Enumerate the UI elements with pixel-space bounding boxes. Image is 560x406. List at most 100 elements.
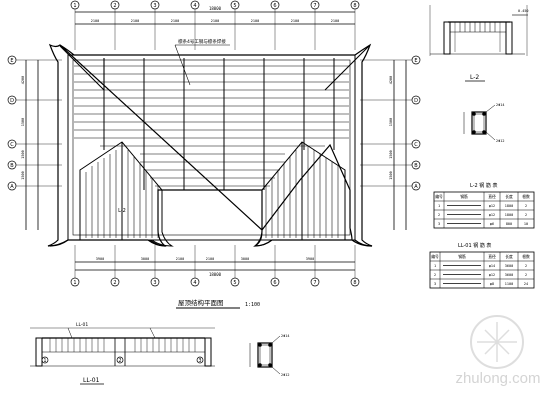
section-L2-top-label: 2Φ14 xyxy=(496,103,504,107)
roof-plan xyxy=(25,11,407,271)
table-L2-cell: 2 xyxy=(525,204,527,208)
ll01-tag-1-label: 1 xyxy=(43,358,46,364)
dim-top-segment: 2100 xyxy=(131,19,139,23)
grid-top-3-bubble xyxy=(150,0,160,10)
table-L2-cell: 800 xyxy=(506,222,512,226)
grid-right-1-label: D xyxy=(414,98,418,104)
grid-right-2-label: C xyxy=(414,142,418,148)
detail-top-value: 0.450 xyxy=(518,9,529,13)
ll01-tag-2-label: 2 xyxy=(118,358,121,364)
dim-left-value: 1500 xyxy=(21,171,25,179)
grid-left-2-label: C xyxy=(10,142,14,148)
rafters xyxy=(103,58,335,190)
section-LL01-bottom-label: 2Φ12 xyxy=(281,373,289,377)
table-L2-header: 直径 xyxy=(488,194,496,199)
dim-right-value: 4200 xyxy=(389,76,393,84)
grid-right-4-bubble xyxy=(411,181,421,191)
section-LL01-top-label: 2Φ14 xyxy=(281,334,289,338)
table-L2-header: 根数 xyxy=(522,194,530,199)
dim-left-value: 4200 xyxy=(21,76,25,84)
table-L2-cell: φ12 xyxy=(489,213,495,217)
detail-LL01 xyxy=(30,327,215,367)
grid-top-6-label: 6 xyxy=(273,3,276,9)
plan-scale: 1:100 xyxy=(245,302,260,308)
dim-right-value: 1500 xyxy=(389,118,393,126)
table-L2-header: 钢筋 xyxy=(460,194,468,199)
table-LL01-cell: φ12 xyxy=(489,273,495,277)
grid-bottom-3-bubble xyxy=(150,277,160,287)
grid-bottom-8-label: 8 xyxy=(353,280,356,286)
ll01-tag-2-bubble xyxy=(116,356,124,364)
table-LL01-title: LL-01 钢 筋 表 xyxy=(458,242,491,249)
table-L2-title: L-2 钢 筋 表 xyxy=(470,182,497,189)
grid-left-3-label: B xyxy=(10,163,14,169)
table-LL01-cell: φ14 xyxy=(489,264,495,268)
grid-top-1-label: 1 xyxy=(73,3,76,9)
grid-right-0-bubble xyxy=(411,55,421,65)
dim-left-value: 1500 xyxy=(21,150,25,158)
table-LL01-header: 直径 xyxy=(488,254,496,259)
dim-top-segment: 2100 xyxy=(91,19,99,23)
watermark: zhulong.com xyxy=(455,315,541,387)
grid-right-4-label: A xyxy=(414,184,418,190)
ll01-tag-3-bubble xyxy=(196,356,204,364)
dim-top-segment: 2100 xyxy=(171,19,179,23)
table-L2-cell: 1800 xyxy=(505,213,513,217)
grid-left-0-bubble xyxy=(7,55,17,65)
table-LL01-cell: 1100 xyxy=(505,282,513,286)
table-LL01-header: 钢筋 xyxy=(458,254,466,259)
table-L2-cell: φ12 xyxy=(489,204,495,208)
table-LL01-cell: 1 xyxy=(434,264,436,268)
section-L2-bottom-label: 2Φ12 xyxy=(496,139,504,143)
right-wing xyxy=(253,141,373,247)
table-LL01-cell: 3600 xyxy=(505,264,513,268)
grid-bottom-4-label: 4 xyxy=(193,280,196,286)
table-LL01-header: 长度 xyxy=(505,254,513,259)
dim-top-segment: 2100 xyxy=(211,19,219,23)
grid-top-8-bubble xyxy=(350,0,360,10)
grid-bottom-5-bubble xyxy=(230,277,240,287)
dim-top-total: 18000 xyxy=(209,6,222,11)
table-L2: 编号123钢筋直径φ12φ12φ6长度18001800800根数2210 xyxy=(433,191,535,229)
grid-top-3-label: 3 xyxy=(153,3,156,9)
table-L2-cell: φ6 xyxy=(490,222,494,226)
section-LL01 xyxy=(249,335,281,375)
table-LL01-cell: 3 xyxy=(434,282,436,286)
dim-bottom-segment: 3000 xyxy=(141,257,149,261)
grid-top-2-bubble xyxy=(110,0,120,10)
table-L2-cell: 10 xyxy=(524,222,528,226)
grid-bottom-2-label: 2 xyxy=(113,280,116,286)
grid-top-5-bubble xyxy=(230,0,240,10)
detail-L2-label: L-2 xyxy=(470,74,479,81)
table-L2-cell: 1800 xyxy=(505,204,513,208)
table-LL01-cell: 3600 xyxy=(505,273,513,277)
grid-top-6-bubble xyxy=(270,0,280,10)
dim-right-value: 1500 xyxy=(389,150,393,158)
grid-right-0-label: E xyxy=(414,58,417,64)
grid-bottom-6-label: 6 xyxy=(273,280,276,286)
table-L2-cell: 1 xyxy=(438,204,440,208)
grid-left-4-bubble xyxy=(7,181,17,191)
grid-left-3-bubble xyxy=(7,160,17,170)
leader-line xyxy=(174,44,191,86)
roof-inner-border xyxy=(72,59,351,236)
detail-LL01-label: LL-01 xyxy=(83,377,100,384)
grid-left-1-bubble xyxy=(7,95,17,105)
grid-left-4-label: A xyxy=(10,184,14,190)
roof-outer-border xyxy=(67,54,356,241)
dim-bottom-segment: 2100 xyxy=(176,257,184,261)
grid-bottom-4-bubble xyxy=(190,277,200,287)
grid-left-1-label: D xyxy=(10,98,14,104)
grid-right-1-bubble xyxy=(411,95,421,105)
table-LL01-cell: 2 xyxy=(525,273,527,277)
grid-bottom-8-bubble xyxy=(350,277,360,287)
dim-left-value: 1500 xyxy=(21,118,25,126)
dim-right-value: 1500 xyxy=(389,171,393,179)
grid-right-2-bubble xyxy=(411,139,421,149)
table-LL01-cell: 2 xyxy=(525,264,527,268)
grid-top-4-bubble xyxy=(190,0,200,10)
